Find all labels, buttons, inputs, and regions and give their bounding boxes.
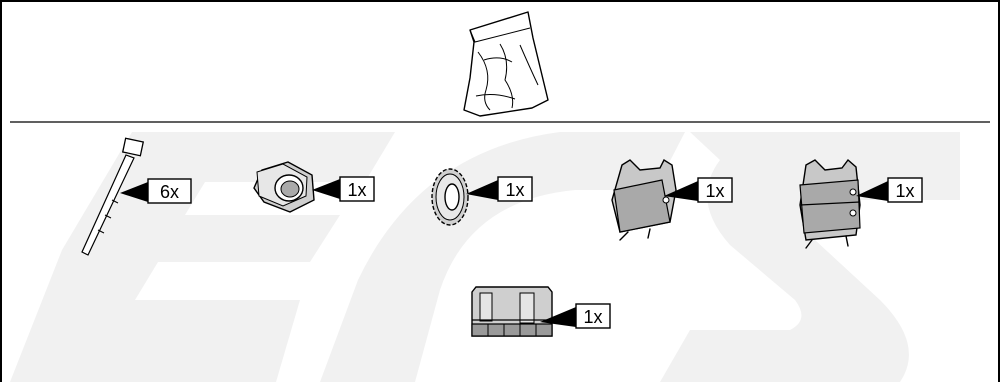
quantity-callout: 1x — [540, 303, 611, 329]
connector-housing-icon — [471, 286, 553, 337]
quantity-label: 1x — [583, 307, 602, 327]
quantity-label: 1x — [347, 180, 366, 200]
connector-clip-icon — [611, 158, 677, 241]
hex-nut-icon — [253, 161, 315, 213]
quantity-callout: 1x — [312, 176, 375, 202]
plastic-bag-icon — [463, 11, 549, 117]
quantity-callout: 6x — [120, 178, 192, 204]
quantity-label: 1x — [705, 181, 724, 201]
serrated-lock-washer-icon — [431, 168, 469, 226]
quantity-callout: 1x — [466, 176, 533, 202]
quantity-label: 1x — [895, 181, 914, 201]
double-connector-clip-icon — [799, 158, 861, 249]
quantity-label: 1x — [505, 180, 524, 200]
quantity-callout: 1x — [856, 177, 923, 203]
quantity-label: 6x — [160, 182, 179, 202]
quantity-callout: 1x — [664, 177, 733, 203]
cable-tie-icon — [81, 137, 145, 256]
